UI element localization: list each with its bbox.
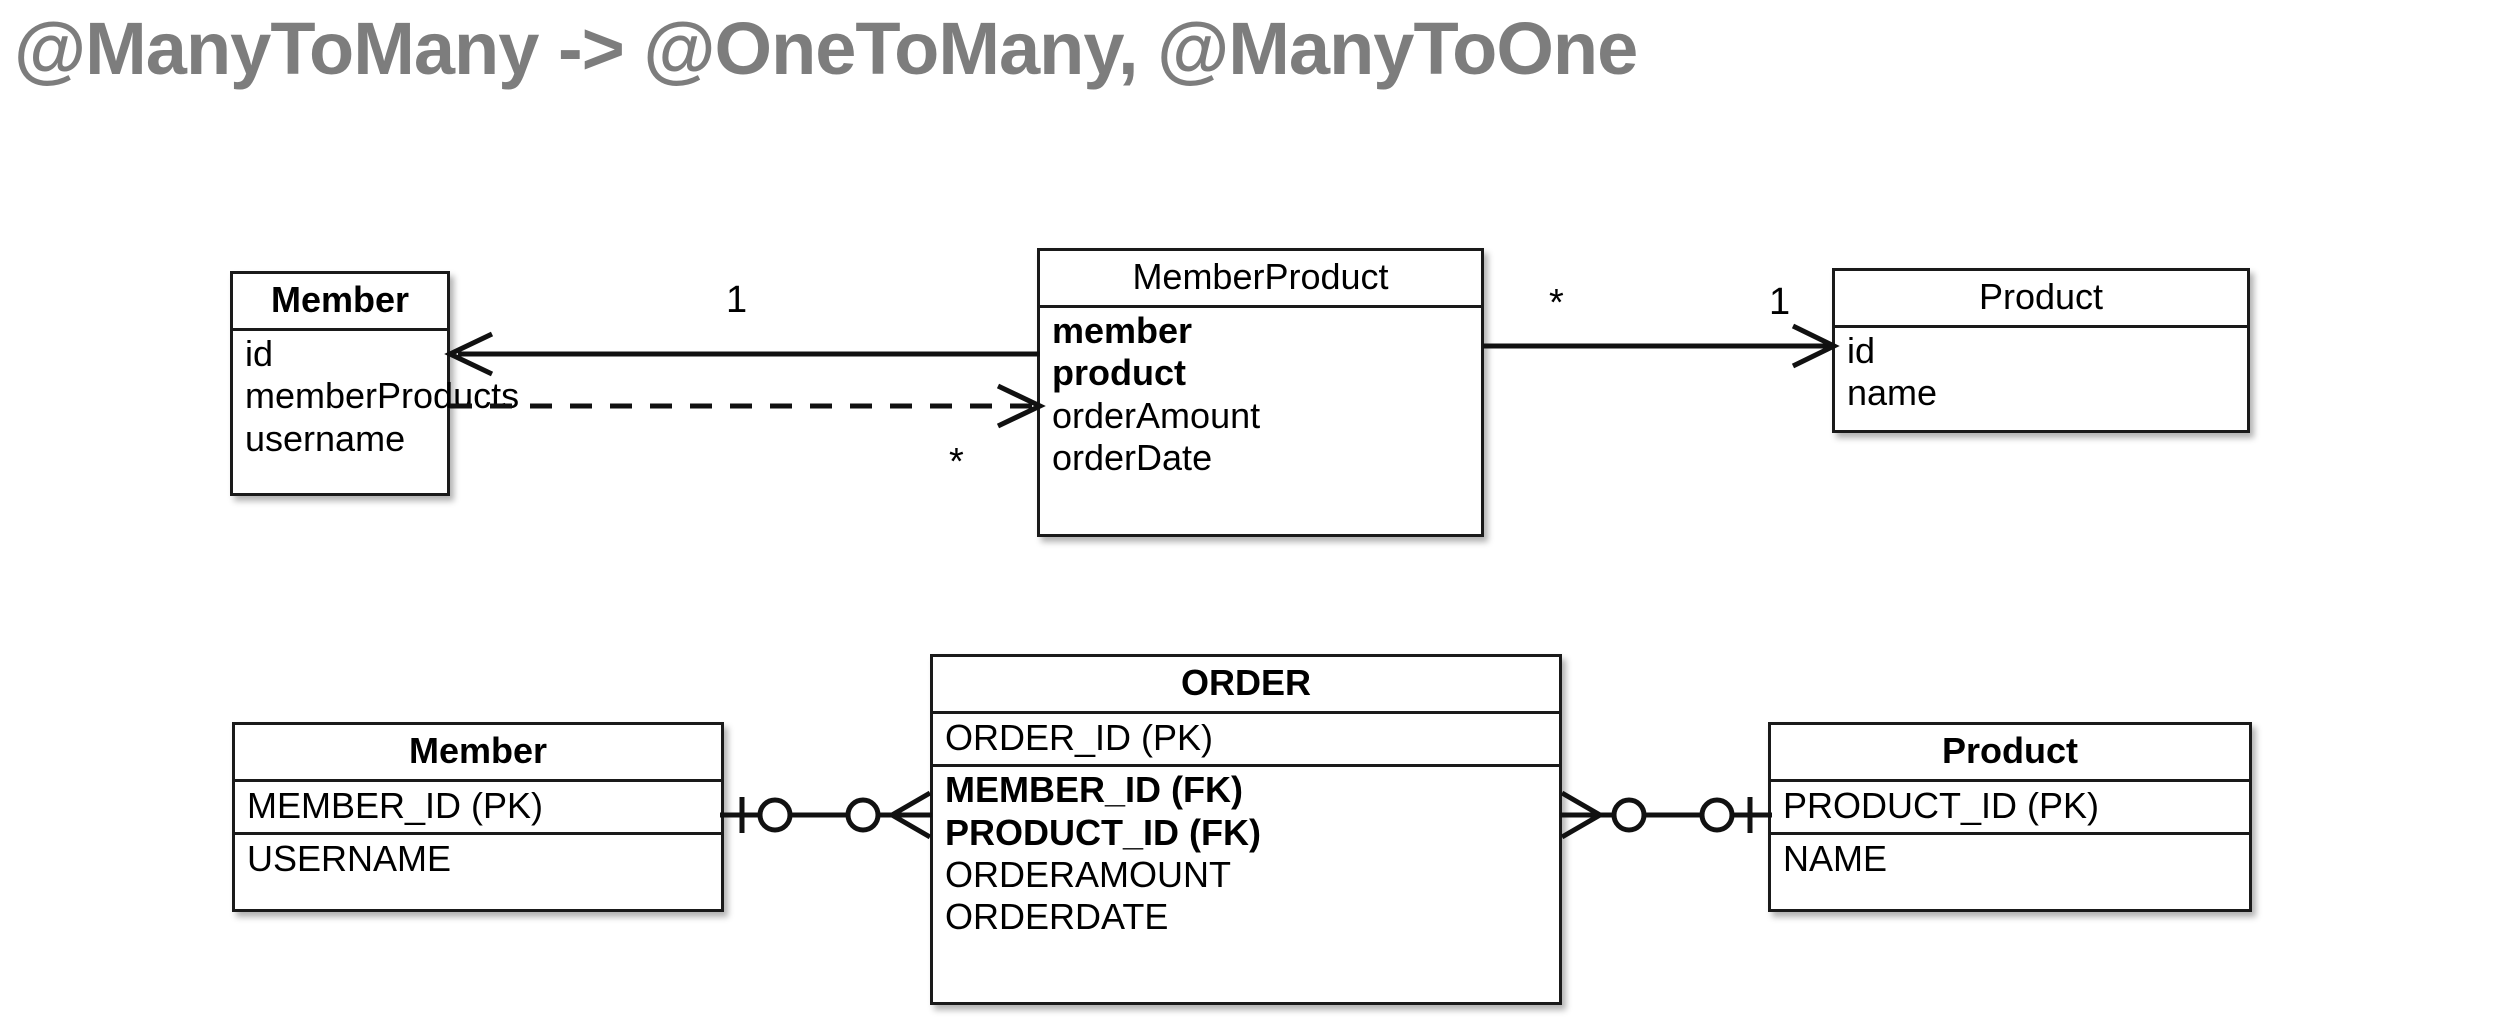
uml-class-product: Product id name bbox=[1832, 268, 2250, 433]
field-row: name bbox=[1847, 372, 1938, 414]
uml-class-memberproduct-title: MemberProduct bbox=[1132, 256, 1389, 297]
uml-association-memberproduct-to-product bbox=[1483, 323, 1840, 369]
field-row: orderAmount bbox=[1052, 394, 1261, 436]
table-row: ORDERAMOUNT bbox=[945, 853, 1231, 895]
uml-class-product-fields: id name bbox=[1835, 328, 2247, 421]
divider bbox=[235, 832, 721, 836]
er-table-order-columns: MEMBER_ID (FK) PRODUCT_ID (FK) ORDERAMOU… bbox=[933, 767, 1559, 944]
zero-circle-member-side bbox=[757, 797, 793, 833]
er-table-product-title: Product bbox=[1941, 730, 2078, 771]
uml-class-member: Member id memberProducts username bbox=[230, 271, 520, 496]
er-table-member: Member MEMBER_ID (PK) USERNAME bbox=[232, 722, 724, 912]
uml-class-product-title: Product bbox=[1978, 276, 2104, 317]
divider bbox=[1771, 778, 2249, 782]
divider bbox=[1835, 324, 2247, 328]
er-relationship-order-product bbox=[1560, 790, 1772, 840]
divider bbox=[933, 710, 1559, 714]
divider bbox=[235, 778, 721, 782]
zero-circle-product-side bbox=[1699, 797, 1735, 833]
er-table-member-title: Member bbox=[408, 730, 548, 771]
uml-class-member-title: Member bbox=[270, 279, 410, 320]
multiplicity-label-member-side: 1 bbox=[726, 279, 748, 321]
field-row: product bbox=[1052, 352, 1186, 394]
field-row: memberProducts bbox=[245, 375, 520, 417]
table-row: PRODUCT_ID (FK) bbox=[945, 811, 1261, 853]
table-row: MEMBER_ID (FK) bbox=[945, 769, 1243, 811]
field-row: username bbox=[245, 417, 406, 459]
field-row: id bbox=[1847, 329, 1876, 371]
arrowhead-open-left bbox=[444, 331, 494, 377]
field-row: id bbox=[245, 332, 274, 374]
table-row: USERNAME bbox=[247, 838, 452, 880]
table-row: ORDER_ID (PK) bbox=[945, 716, 1214, 758]
table-row: NAME bbox=[1783, 838, 1888, 880]
table-row: ORDERDATE bbox=[945, 896, 1169, 938]
table-row: MEMBER_ID (PK) bbox=[247, 784, 544, 826]
er-relationship-member-order bbox=[720, 790, 932, 840]
zero-circle-order-side bbox=[1611, 797, 1647, 833]
arrowhead-open-right bbox=[996, 383, 1046, 429]
uml-class-memberproduct-fields: member product orderAmount orderDate bbox=[1040, 308, 1481, 485]
divider bbox=[933, 764, 1559, 768]
uml-class-memberproduct: MemberProduct member product orderAmount… bbox=[1037, 248, 1484, 537]
multiplicity-label-product-source: * bbox=[1549, 282, 1564, 324]
uml-dependency-member-to-memberproduct bbox=[450, 383, 1046, 429]
field-row: member bbox=[1052, 309, 1193, 351]
page-title: @ManyToMany -> @OneToMany, @ManyToOne bbox=[14, 7, 1638, 90]
multiplicity-label-memberproduct-side: * bbox=[949, 441, 964, 483]
er-table-order-title: ORDER bbox=[1180, 662, 1311, 703]
divider bbox=[1040, 304, 1481, 308]
uml-association-memberproduct-to-member bbox=[444, 331, 1040, 377]
table-row: PRODUCT_ID (PK) bbox=[1783, 784, 2100, 826]
field-row: orderDate bbox=[1052, 436, 1213, 478]
divider bbox=[1771, 832, 2249, 836]
uml-class-member-fields: id memberProducts username bbox=[233, 331, 520, 466]
multiplicity-label-product-target: 1 bbox=[1769, 281, 1791, 323]
zero-circle-order-side bbox=[845, 797, 881, 833]
divider bbox=[233, 327, 447, 331]
er-table-order: ORDER ORDER_ID (PK) MEMBER_ID (FK) PRODU… bbox=[930, 654, 1562, 1005]
arrowhead-open-right bbox=[1791, 323, 1840, 369]
er-table-product: Product PRODUCT_ID (PK) NAME bbox=[1768, 722, 2252, 912]
